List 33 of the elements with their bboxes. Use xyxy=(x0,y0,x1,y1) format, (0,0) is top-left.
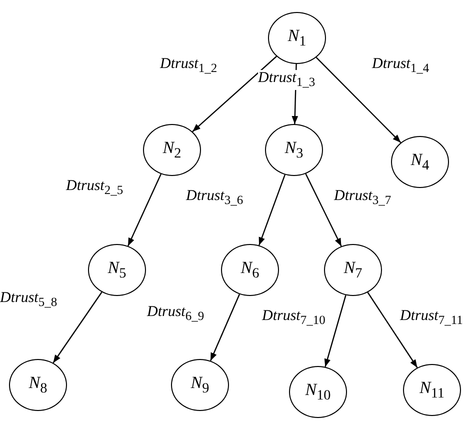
node-label: N$_{11}$ xyxy=(420,379,444,401)
arrow xyxy=(305,174,342,246)
node-label: N$_{6}$ xyxy=(240,259,260,281)
edge-label: Dtrust$_{6_9}$ xyxy=(147,304,204,324)
node-label: N$_{8}$ xyxy=(28,374,48,396)
node-label: N$_{9}$ xyxy=(190,374,210,396)
edge-label: Dtrust$_{7_11}$ xyxy=(400,308,463,328)
edge-label: Dtrust$_{1_3}$ xyxy=(258,70,316,90)
edge-label: Dtrust$_{3_7}$ xyxy=(334,188,392,208)
node-label: N$_{4}$ xyxy=(410,151,430,173)
arrow xyxy=(52,292,102,364)
node-circle xyxy=(268,12,326,64)
arrow xyxy=(367,292,418,368)
arrow xyxy=(258,174,286,246)
node-label: N$_{1}$ xyxy=(288,27,306,49)
arrow xyxy=(324,295,346,367)
arrow xyxy=(192,56,277,132)
node-circle xyxy=(391,136,449,188)
edge-label: Dtrust$_{2_5}$ xyxy=(66,178,124,198)
edge-label: Dtrust$_{1_2}$ xyxy=(160,56,218,76)
node-circle xyxy=(143,124,201,176)
edge-label: Dtrust$_{7_10}$ xyxy=(262,308,326,328)
node-label: N$_{2}$ xyxy=(162,139,182,161)
arrow xyxy=(316,57,402,143)
arrow xyxy=(127,174,162,246)
edge-label: Dtrust$_{1_4}$ xyxy=(372,56,430,76)
edge-label: Dtrust$_{5_8}$ xyxy=(0,290,58,310)
edge-label: Dtrust$_{3_6}$ xyxy=(186,188,244,208)
node-label: N$_{5}$ xyxy=(108,259,126,281)
node-label: N$_{10}$ xyxy=(305,381,331,403)
node-label: N$_{3}$ xyxy=(284,139,304,161)
node-label: N$_{7}$ xyxy=(344,259,362,281)
arrow xyxy=(210,294,240,362)
